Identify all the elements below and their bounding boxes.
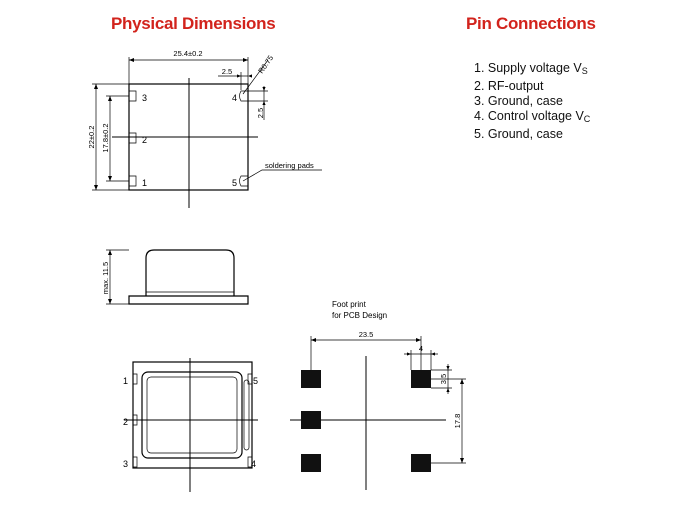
footprint-title-line-1: Foot print [332,300,367,309]
top-pad-2 [129,132,137,144]
top-pad-3 [129,90,137,102]
top-pad-height-dimension: 2.5 [256,108,265,118]
footprint-pad-1 [301,370,321,388]
top-radius-dimension: R0.75 [256,54,275,76]
top-pitch-dimension: 17.8±0.2 [101,123,110,152]
side-view: max. 11.5 [101,249,249,305]
bottom-pin-label-2: 2 [123,417,128,427]
top-width-dimension: 25.4±0.2 [173,49,202,58]
footprint-title-line-2: for PCB Design [332,311,387,320]
footprint-pad-4 [411,454,431,472]
top-pad-offset-dimension: 2.5 [222,67,232,76]
pin-item-2: 2. RF-output [474,79,544,93]
top-pin-label-2: 2 [142,135,147,145]
side-height-dimension: max. 11.5 [101,262,110,294]
side-view-can [145,249,235,296]
bottom-pin-label-5: 5 [253,376,258,386]
top-pad-5 [239,175,248,187]
top-pin-label-4: 4 [232,93,237,103]
bottom-view: 1 2 3 5 4 [123,358,258,492]
top-pad-1 [129,175,137,187]
bottom-pad-4 [247,456,252,468]
bottom-pad-5 [247,373,252,385]
bottom-view-outline [132,361,253,469]
top-view: 3 2 1 4 5 25.4±0.2 2.5 R0.75 2.5 solderi… [87,49,322,208]
footprint-pad-width-dimension: 4 [419,344,423,353]
bottom-view-slot [243,379,250,451]
bottom-pin-label-3: 3 [123,459,128,469]
footprint-pad-5 [411,370,431,388]
bottom-pad-3 [133,456,138,468]
footprint-pad-3 [301,454,321,472]
bottom-pin-label-4: 4 [251,459,256,469]
pin-item-3: 3. Ground, case [474,94,563,108]
bottom-view-can-outer [141,371,243,459]
soldering-pads-label: soldering pads [265,161,314,170]
bottom-view-can-inner [146,376,238,454]
bottom-pin-label-1: 1 [123,376,128,386]
footprint-width-dimension: 23.5 [359,330,374,339]
pin-item-1: 1. Supply voltage VS [474,61,588,76]
footprint-pad-2 [301,411,321,429]
footprint-pitch-dimension: 17.8 [453,414,462,429]
physical-dimensions-title: Physical Dimensions [111,14,276,33]
side-view-base [128,295,249,305]
top-pad-4 [239,90,248,102]
bottom-pad-2 [133,414,138,426]
soldering-pads-leader [242,169,322,182]
pin-item-5: 5. Ground, case [474,127,563,141]
top-pin-label-1: 1 [142,178,147,188]
pcb-footprint: Foot print for PCB Design 23.5 4 3.5 17 [290,300,466,490]
top-pin-label-5: 5 [232,178,237,188]
pin-connections-title: Pin Connections [466,14,596,33]
top-height-dimension: 22±0.2 [87,126,96,149]
radius-leader [242,59,269,95]
pin-connections-list: 1. Supply voltage VS 2. RF-output 3. Gro… [474,61,590,142]
top-pin-label-3: 3 [142,93,147,103]
pin-item-4: 4. Control voltage VC [474,109,591,124]
bottom-pad-1 [133,373,138,385]
